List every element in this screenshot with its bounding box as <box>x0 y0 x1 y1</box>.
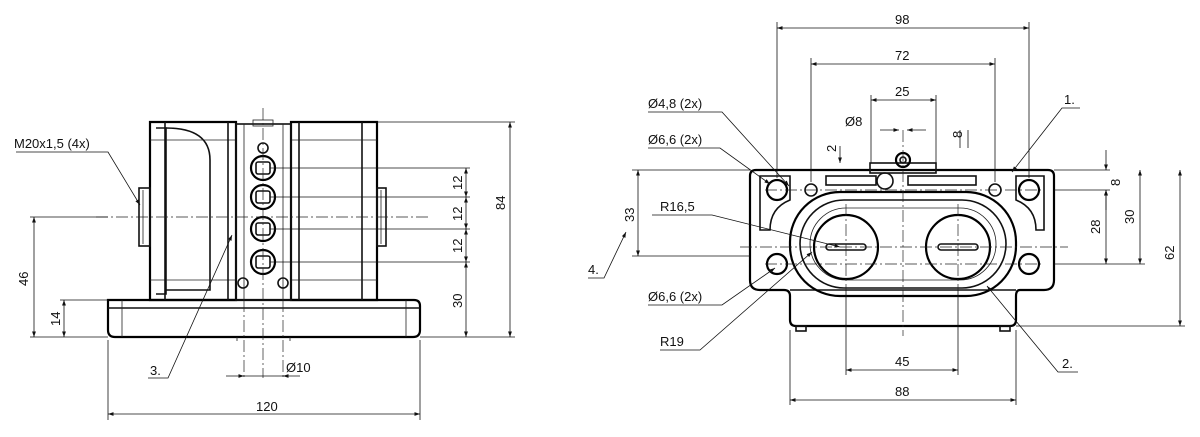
dim-pitch-3-label: 12 <box>450 239 465 253</box>
plunger-column <box>235 123 292 301</box>
dim-2-label: 2 <box>824 145 839 152</box>
dim-pitch-1-label: 12 <box>450 176 465 190</box>
callout-1: 1. <box>1064 92 1075 107</box>
dim-30-label: 30 <box>1122 210 1137 224</box>
dim-d66-bottom-label: Ø6,6 (2x) <box>648 289 702 304</box>
right-housing <box>289 120 379 302</box>
dim-r19-label: R19 <box>660 334 684 349</box>
callout-2: 2. <box>1062 356 1073 371</box>
dim-33-label: 33 <box>622 208 637 222</box>
dim-pitch-2-label: 12 <box>450 207 465 221</box>
front-view: 120 84 46 14 30 12 12 12 Ø10 M20x1,5 (4x… <box>14 108 515 420</box>
hole-br <box>1017 252 1041 276</box>
dim-72-label: 72 <box>895 48 909 63</box>
dim-d48-label: Ø4,8 (2x) <box>648 96 702 111</box>
dim-45-label: 45 <box>895 354 909 369</box>
housing-outline <box>748 168 1056 328</box>
dim-62-label: 62 <box>1162 246 1177 260</box>
callout-4: 4. <box>588 262 599 277</box>
dim-pin-label: Ø10 <box>286 360 311 375</box>
dim-height-label: 84 <box>493 196 508 210</box>
base-plate <box>106 298 422 339</box>
dim-mount-label: 30 <box>450 294 465 308</box>
left-housing <box>148 120 238 302</box>
dim-88-label: 88 <box>895 384 909 399</box>
dim-axis-label: 46 <box>16 272 31 286</box>
top-view: 98 72 25 Ø8 8 2 Ø4,8 (2x) Ø6,6 (2x) Ø6,6… <box>588 12 1185 405</box>
dim-8-top-label: 8 <box>950 131 965 138</box>
dim-base-label: 14 <box>48 312 63 326</box>
thread-label: M20x1,5 (4x) <box>14 136 90 151</box>
dim-d66-top-label: Ø6,6 (2x) <box>648 132 702 147</box>
callout-3: 3. <box>150 363 161 378</box>
hole-tr <box>1017 178 1041 202</box>
dim-r165-label: R16,5 <box>660 199 695 214</box>
dim-98-label: 98 <box>895 12 909 27</box>
dim-width-label: 120 <box>256 399 278 414</box>
dim-8-right-label: 8 <box>1108 179 1123 186</box>
dim-25-label: 25 <box>895 84 909 99</box>
dim-d8-label: Ø8 <box>845 114 862 129</box>
dim-28-label: 28 <box>1088 220 1103 234</box>
